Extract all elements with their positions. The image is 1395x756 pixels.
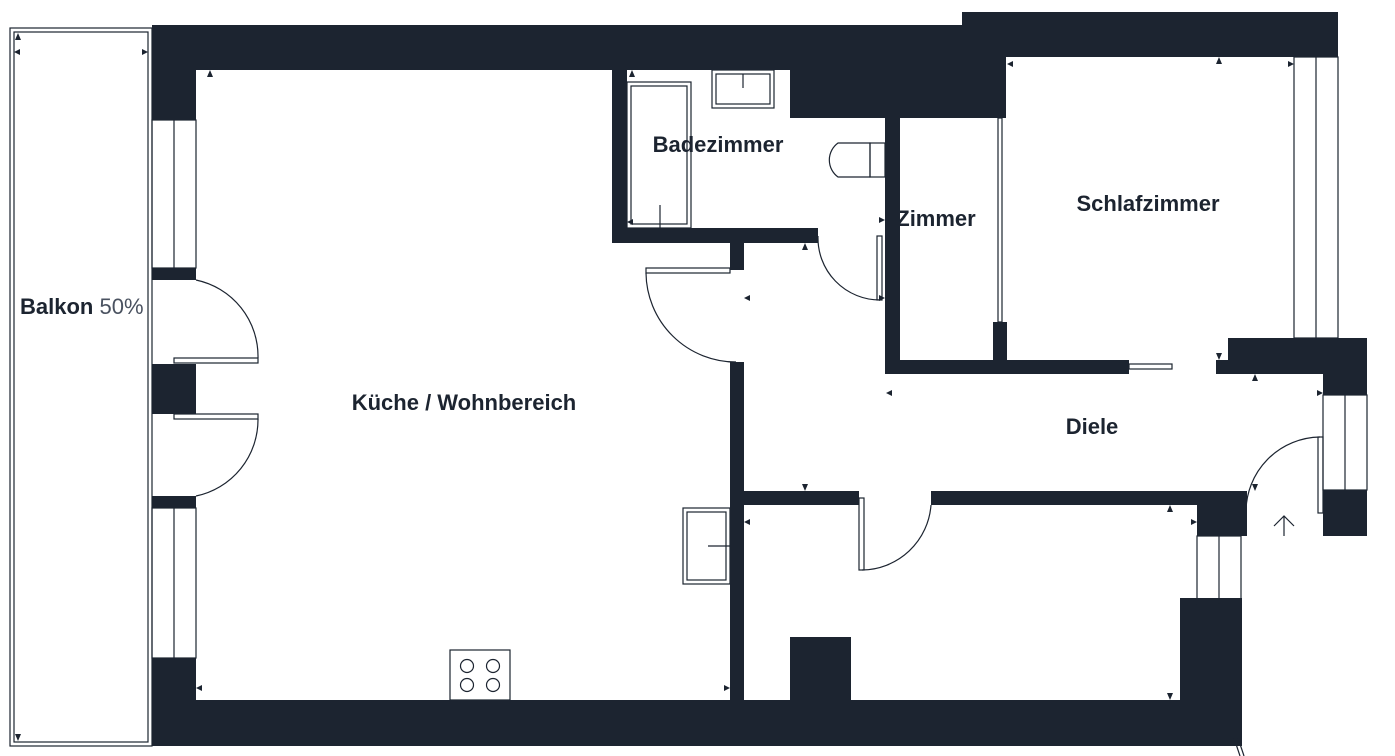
walls	[152, 12, 1367, 746]
zimmer-label: Zimmer	[896, 206, 976, 231]
bad-label: Badezimmer	[653, 132, 784, 157]
balcony-outline	[9, 27, 153, 747]
balkon-name: Balkon	[20, 294, 93, 319]
sink-icon	[711, 69, 775, 109]
toilet-icon	[828, 142, 886, 178]
balkon-label: Balkon 50%	[20, 294, 144, 319]
wall-edge-line	[1233, 737, 1241, 756]
wall-edge-line	[1237, 737, 1245, 756]
doors	[173, 117, 1324, 571]
kitchen-sink-icon	[682, 507, 731, 585]
diele-label: Diele	[1066, 414, 1119, 439]
dimension-markers	[14, 33, 1323, 741]
stove-icon	[449, 649, 511, 701]
schlaf-label: Schlafzimmer	[1076, 191, 1219, 216]
balkon-percent: 50%	[99, 294, 143, 319]
entrance-arrow-icon	[1273, 515, 1295, 536]
bathtub-icon	[626, 81, 692, 229]
kueche-label: Küche / Wohnbereich	[352, 390, 577, 415]
